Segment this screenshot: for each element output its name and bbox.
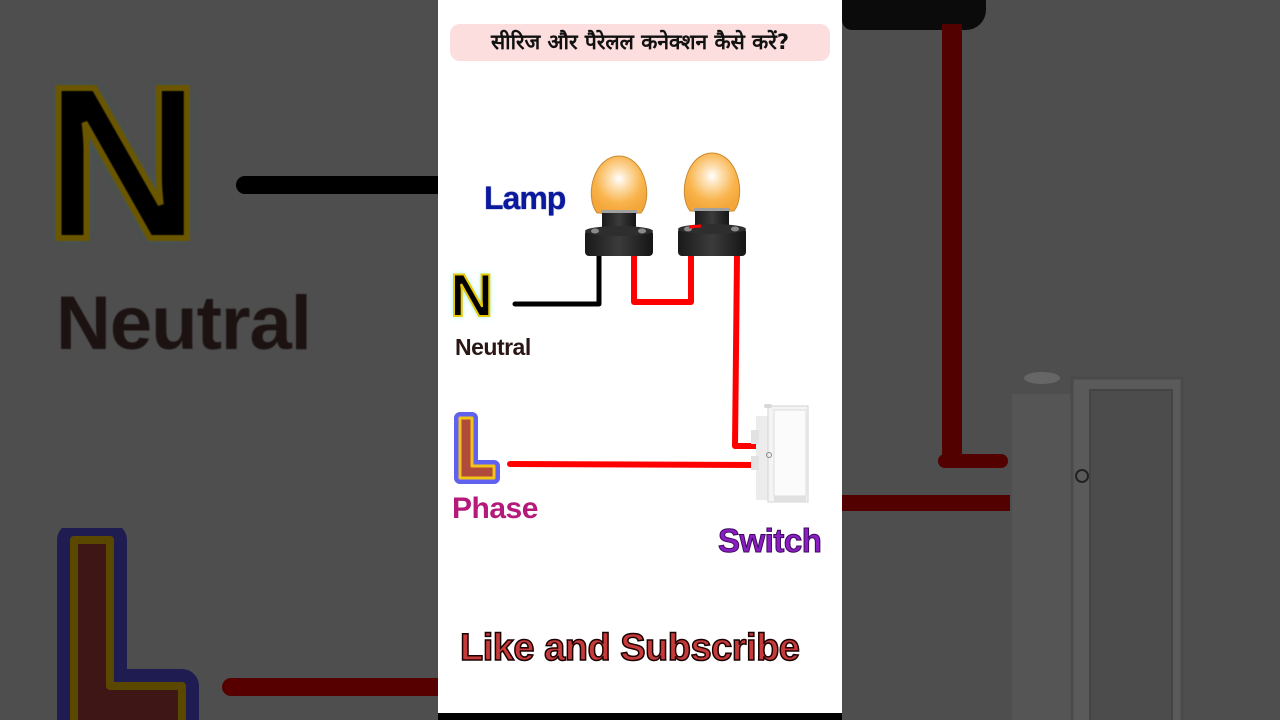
title-banner: सीरिज और पैरेलल कनेक्शन कैसे करें?	[450, 24, 830, 61]
switch-label: Switch	[717, 522, 822, 560]
lamp-2-icon	[678, 152, 746, 256]
neutral-letter-icon: N	[449, 262, 494, 329]
like-subscribe-text: Like and Subscribe	[459, 626, 800, 670]
background-lamp-holder	[842, 0, 986, 30]
background-neutral-label: Neutral	[56, 281, 312, 366]
bottom-bar	[438, 713, 842, 720]
phase-label: Phase	[452, 492, 538, 525]
page-title: सीरिज और पैरेलल कनेक्शन कैसे करें?	[490, 30, 790, 54]
background-phase-letter-icon	[57, 528, 199, 720]
background-red-wire-switch-top	[938, 454, 1008, 468]
background-neutral-letter: N	[41, 42, 204, 285]
background-left-blur: N Neutral	[0, 0, 438, 720]
background-neutral-wire	[236, 176, 438, 194]
background-right-blur	[842, 0, 1280, 720]
background-red-wire-switch-bottom	[842, 495, 1010, 511]
background-switch-icon	[1012, 372, 1184, 720]
diagram-panel: सीरिज और पैरेलल कनेक्शन कैसे करें?	[438, 0, 842, 720]
switch-icon	[751, 404, 809, 503]
background-red-wire-vertical	[942, 24, 962, 464]
lamp-1-icon	[585, 155, 653, 256]
lamp-label: Lamp	[484, 180, 566, 216]
series-wire-lamp1-lamp2	[631, 256, 694, 305]
background-phase-wire	[222, 678, 438, 696]
wire-lamp2-switch	[732, 255, 756, 449]
phase-wire	[507, 461, 759, 468]
phase-letter-icon	[454, 412, 500, 484]
circuit-diagram	[507, 152, 809, 503]
neutral-wire	[512, 247, 602, 307]
neutral-label: Neutral	[455, 334, 531, 360]
